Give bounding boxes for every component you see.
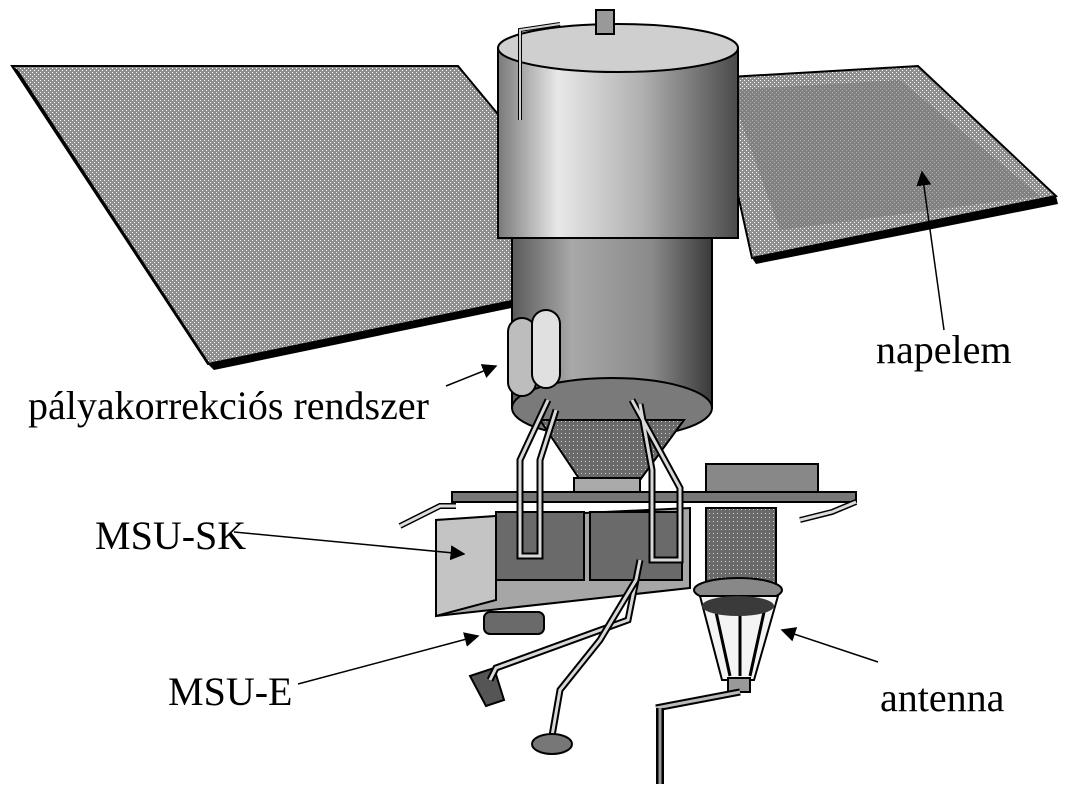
label-antenna: antenna	[880, 675, 1005, 720]
label-msu-e: MSU-E	[168, 669, 293, 714]
antenna-assembly	[655, 507, 783, 784]
right-solar-panel	[710, 64, 1059, 264]
leader-msu-e	[297, 632, 480, 685]
leader-msu-sk	[233, 531, 466, 561]
orbit-correction-tanks	[507, 309, 561, 397]
leader-antenna	[780, 627, 879, 663]
label-msu-sk: MSU-SK	[95, 513, 247, 558]
leader-napelem	[916, 170, 945, 331]
nozzle	[531, 733, 573, 755]
leader-lines	[233, 170, 945, 685]
middle-body	[511, 237, 713, 439]
label-orbit-correction: pályakorrekciós rendszer	[28, 383, 429, 428]
msu-sk-scanner	[435, 506, 691, 618]
leader-palyakorrekcio	[445, 364, 498, 387]
label-solar-panel: napelem	[876, 327, 1012, 372]
piping	[486, 398, 684, 737]
upper-body	[497, 9, 739, 239]
msu-e-camera	[468, 611, 545, 708]
